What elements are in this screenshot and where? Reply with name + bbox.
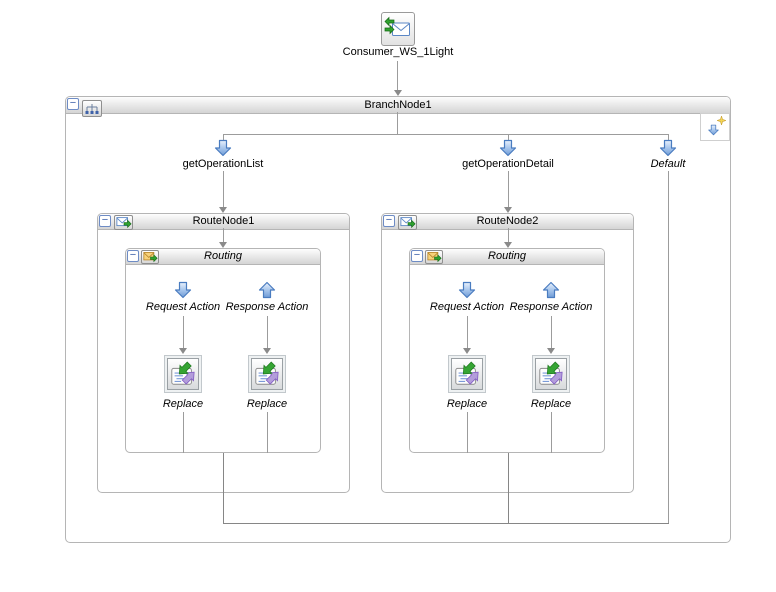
- route-envelope-icon: [116, 216, 132, 229]
- connector-routenode2-out: [508, 453, 509, 523]
- routing-1-box: Routing −: [125, 248, 321, 453]
- branch-label[interactable]: Default: [650, 158, 686, 170]
- arrowhead-into-routenode2: [504, 207, 512, 213]
- connector: [223, 134, 224, 140]
- connector: [223, 171, 224, 207]
- replace-action-button[interactable]: [248, 355, 286, 393]
- branch-arrow-down-icon: [498, 139, 518, 157]
- branch-node-icon-button[interactable]: [82, 100, 102, 117]
- routing-1-collapse-button[interactable]: −: [127, 250, 139, 262]
- message-service-icon: [384, 15, 412, 43]
- action-label[interactable]: Replace: [162, 398, 204, 410]
- routing-1-title: Routing: [204, 250, 242, 262]
- connector: [223, 134, 669, 135]
- connector: [223, 228, 224, 242]
- replace-icon: [169, 360, 197, 388]
- routing-1-header[interactable]: Routing: [126, 249, 320, 265]
- connector: [551, 316, 552, 348]
- action-label[interactable]: Replace: [530, 398, 572, 410]
- routing-2-box: Routing −: [409, 248, 605, 453]
- replace-icon: [537, 360, 565, 388]
- replace-action-button[interactable]: [164, 355, 202, 393]
- branch-icon: [84, 103, 100, 115]
- route-node-1-title: RouteNode1: [192, 215, 255, 227]
- routing-2-title: Routing: [488, 250, 526, 262]
- request-arrow-down-icon: [173, 281, 193, 299]
- connector-default-branch: [668, 171, 669, 523]
- action-label[interactable]: Replace: [246, 398, 288, 410]
- response-arrow-up-icon: [257, 281, 277, 299]
- response-action-label: Response Action: [509, 301, 593, 313]
- arrowhead-into-action: [179, 348, 187, 354]
- connector-proxy-to-branch: [397, 61, 398, 90]
- connector: [267, 412, 268, 453]
- connector-routenode1-out: [223, 453, 224, 523]
- branch-arrow-down-icon: [658, 139, 678, 157]
- request-action-label: Request Action: [429, 301, 505, 313]
- request-action-label: Request Action: [145, 301, 221, 313]
- branch-label[interactable]: getOperationList: [182, 158, 264, 170]
- route-node-2-header[interactable]: RouteNode2: [382, 214, 633, 230]
- route-node-1-icon-button[interactable]: [114, 215, 133, 230]
- arrowhead-into-routing2: [504, 242, 512, 248]
- connector: [183, 316, 184, 348]
- replace-action-button[interactable]: [448, 355, 486, 393]
- branch-arrow-down-icon: [213, 139, 233, 157]
- connector-merge: [223, 523, 669, 524]
- routing-1-icon-button[interactable]: [141, 250, 159, 264]
- action-label[interactable]: Replace: [446, 398, 488, 410]
- proxy-service-button[interactable]: [381, 12, 415, 46]
- add-branch-palette[interactable]: [700, 113, 730, 141]
- route-envelope-icon: [400, 216, 416, 229]
- route-node-2-icon-button[interactable]: [398, 215, 417, 230]
- connector: [397, 112, 398, 134]
- connector: [267, 316, 268, 348]
- connector: [508, 228, 509, 242]
- route-node-1-collapse-button[interactable]: −: [99, 215, 111, 227]
- add-branch-arrow-icon: [707, 124, 720, 136]
- connector: [183, 412, 184, 453]
- routing-envelope-icon: [427, 251, 442, 263]
- branch-collapse-button[interactable]: −: [67, 98, 79, 110]
- route-node-2-collapse-button[interactable]: −: [383, 215, 395, 227]
- routing-2-header[interactable]: Routing: [410, 249, 604, 265]
- connector: [467, 412, 468, 453]
- route-node-2-title: RouteNode2: [476, 215, 539, 227]
- connector: [551, 412, 552, 453]
- replace-icon: [253, 360, 281, 388]
- connector: [508, 171, 509, 207]
- branch-node-header[interactable]: BranchNode1: [66, 97, 730, 114]
- connector: [668, 134, 669, 140]
- routing-2-collapse-button[interactable]: −: [411, 250, 423, 262]
- request-arrow-down-icon: [457, 281, 477, 299]
- arrowhead-into-action: [547, 348, 555, 354]
- arrowhead-into-action: [263, 348, 271, 354]
- connector: [508, 134, 509, 140]
- arrowhead-into-branch: [394, 90, 402, 96]
- arrowhead-into-routing1: [219, 242, 227, 248]
- replace-action-button[interactable]: [532, 355, 570, 393]
- arrowhead-into-routenode1: [219, 207, 227, 213]
- response-action-label: Response Action: [225, 301, 309, 313]
- routing-envelope-icon: [143, 251, 158, 263]
- proxy-service-label: Consumer_WS_1Light: [342, 46, 454, 58]
- branch-label[interactable]: getOperationDetail: [462, 158, 554, 170]
- replace-icon: [453, 360, 481, 388]
- routing-2-icon-button[interactable]: [425, 250, 443, 264]
- connector: [467, 316, 468, 348]
- response-arrow-up-icon: [541, 281, 561, 299]
- branch-node-title: BranchNode1: [364, 99, 432, 111]
- arrowhead-into-action: [463, 348, 471, 354]
